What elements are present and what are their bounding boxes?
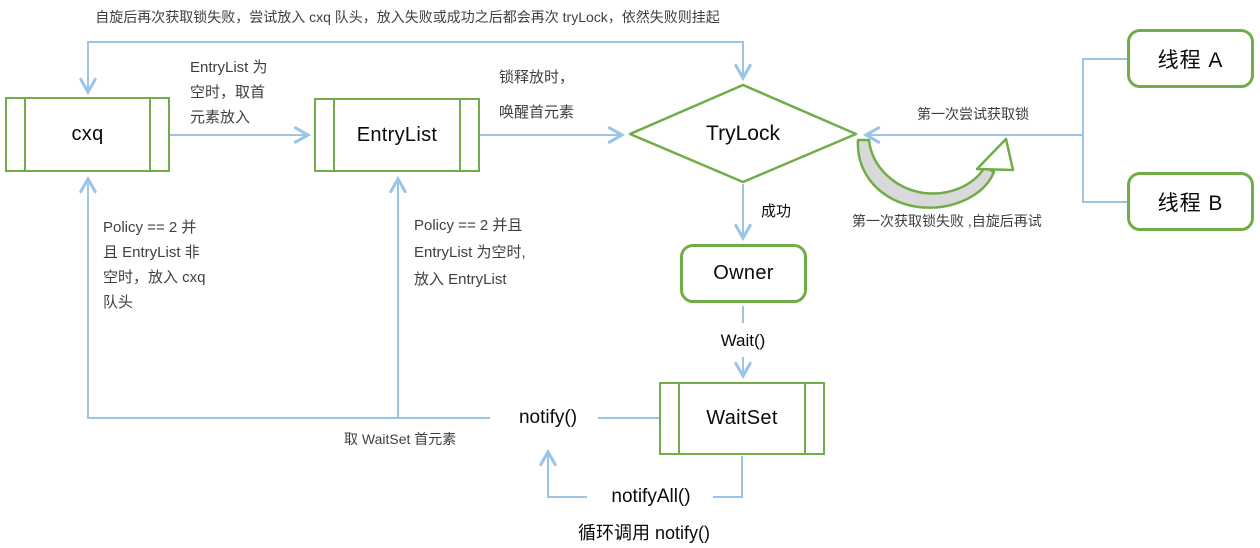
node-waitset-label: WaitSet: [706, 407, 778, 429]
wire-notify-to-cxq: [79, 175, 490, 419]
take-waitset-first-label: 取 WaitSet 首元素: [344, 431, 457, 447]
notifyall-call-label: notifyAll(): [611, 486, 691, 507]
wire-notifyall-to-notify: [539, 448, 587, 498]
queue-bar-icon: [149, 99, 151, 170]
spin-retry-label: 第一次获取锁失败 ,自旋后再试: [852, 213, 1042, 229]
entrylist-empty-take-label: EntryList 为 空时，取首 元素放入: [190, 59, 268, 126]
loop-notify-label: 循环调用 notify(): [578, 523, 711, 543]
trylock-diamond-shape: [628, 83, 858, 184]
queue-bar-icon: [459, 100, 461, 170]
node-owner-label: Owner: [713, 262, 774, 284]
node-owner: Owner: [680, 244, 807, 303]
wire-threads-bus: [1082, 58, 1127, 203]
node-thread-a: 线程 A: [1127, 29, 1254, 88]
node-thread-b-label: 线程 B: [1157, 191, 1224, 215]
queue-bar-icon: [333, 100, 335, 170]
node-waitset: WaitSet: [659, 382, 825, 455]
success-label: 成功: [761, 203, 792, 220]
node-thread-a-label: 线程 A: [1157, 48, 1224, 72]
queue-bar-icon: [24, 99, 26, 170]
wire-retry-into-cxq: [79, 41, 743, 96]
notify-call-label: notify(): [518, 407, 578, 428]
node-thread-b: 线程 B: [1127, 172, 1254, 231]
wire-waitset-to-notifyall: [713, 456, 743, 498]
node-entrylist-label: EntryList: [356, 123, 438, 146]
node-trylock-label: TryLock: [706, 122, 780, 145]
node-cxq: cxq: [5, 97, 170, 172]
wait-call-label: Wait(): [720, 331, 766, 350]
lock-release-label: 锁释放时， 唤醒首元素: [499, 69, 575, 121]
first-try-label: 第一次尝试获取锁: [917, 106, 1029, 122]
top-note-label: 自旋后再次获取锁失败，尝试放入 cxq 队头，放入失败或成功之后都会再次 try…: [95, 9, 720, 25]
queue-bar-icon: [804, 384, 806, 453]
policy-entrylist-label: Policy == 2 并且 EntryList 为空时, 放入 EntryLi…: [414, 217, 526, 288]
queue-bar-icon: [678, 384, 680, 453]
spin-retry-swoosh-arrowhead-icon: [975, 137, 1015, 172]
policy-cxq-label: Policy == 2 并 且 EntryList 非 空时，放入 cxq 队头: [103, 219, 206, 311]
node-entrylist: EntryList: [314, 98, 480, 172]
node-cxq-label: cxq: [71, 123, 104, 145]
wire-retry-into-trylock: [88, 41, 752, 82]
spin-retry-swoosh: [856, 138, 996, 209]
